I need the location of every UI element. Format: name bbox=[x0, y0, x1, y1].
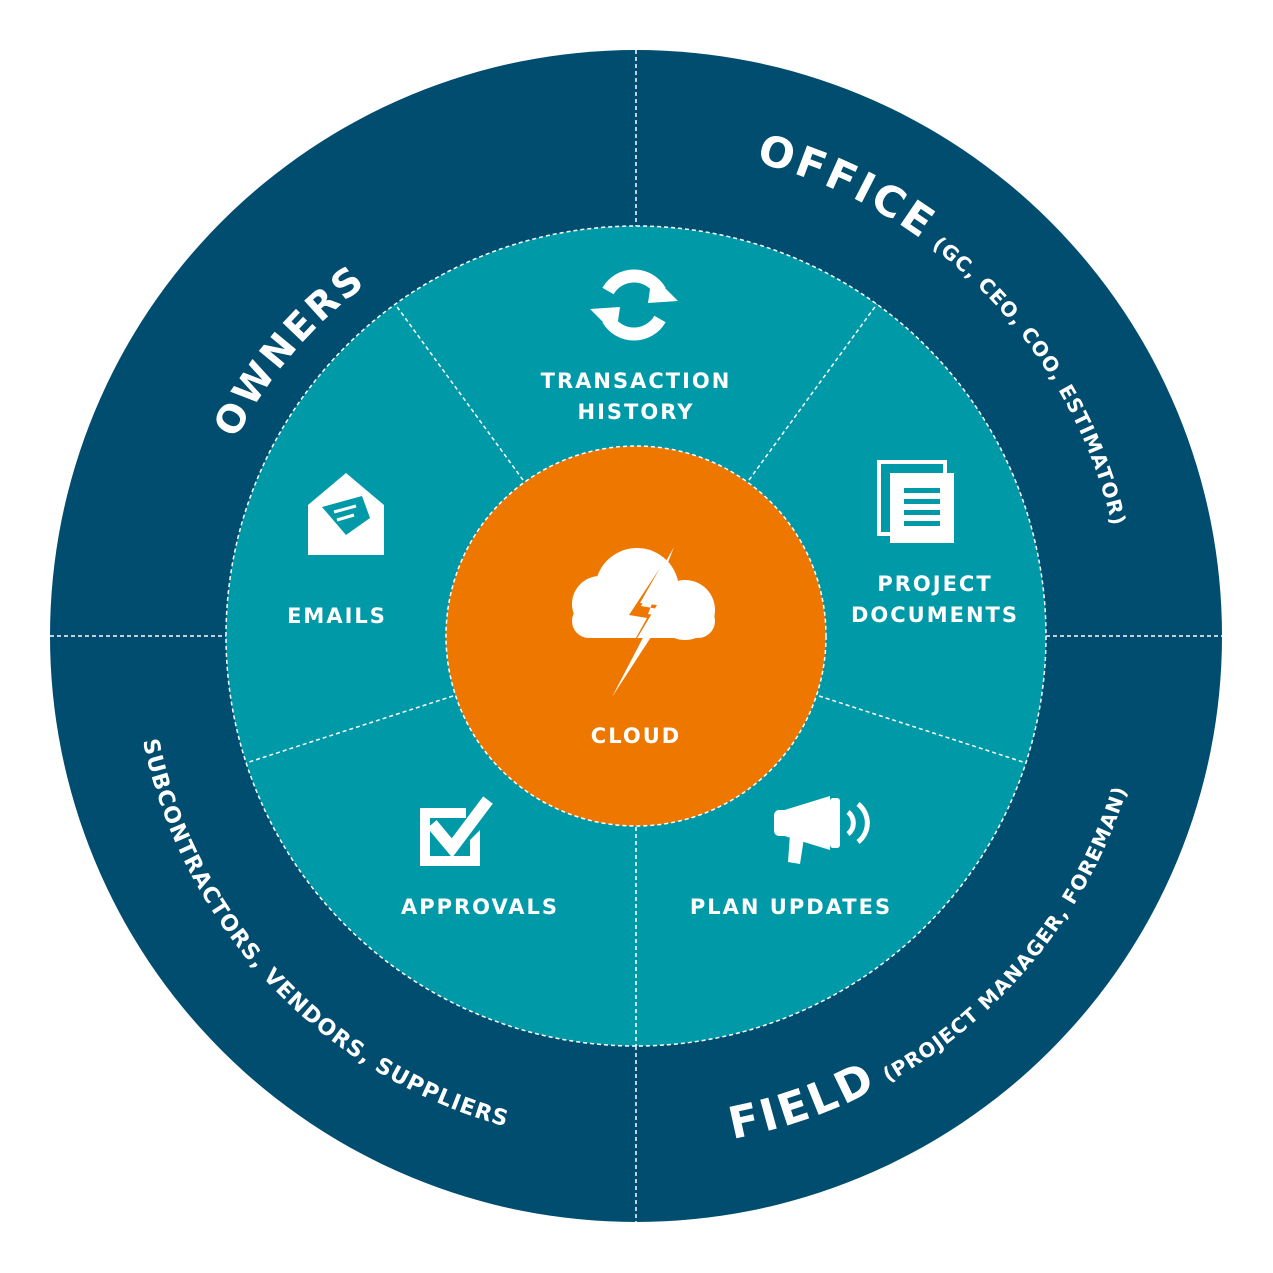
cloud-label: CLOUD bbox=[591, 724, 681, 748]
cloud-core-outline bbox=[445, 445, 827, 827]
project-documents-label-line2: DOCUMENTS bbox=[851, 603, 1019, 627]
middle-ring-outline bbox=[225, 225, 1047, 1047]
emails-segment: EMAILS bbox=[287, 473, 387, 628]
transaction-history-label-line1: TRANSACTION bbox=[541, 369, 732, 393]
segment-divider-5 bbox=[245, 695, 454, 764]
approvals-segment: APPROVALS bbox=[401, 796, 559, 919]
plan-updates-label: PLAN UPDATES bbox=[690, 895, 892, 919]
segment-divider-3 bbox=[818, 695, 1027, 764]
transaction-history-label-line2: HISTORY bbox=[578, 400, 695, 424]
approvals-label: APPROVALS bbox=[401, 895, 559, 919]
envelope-icon bbox=[308, 473, 384, 555]
transaction-history-segment: TRANSACTION HISTORY bbox=[541, 269, 732, 424]
project-documents-segment: PROJECT DOCUMENTS bbox=[851, 460, 1019, 627]
megaphone-icon bbox=[774, 796, 870, 864]
documents-icon bbox=[877, 460, 954, 543]
segment-divider-2 bbox=[748, 303, 878, 481]
segment-divider-1 bbox=[394, 303, 524, 481]
emails-label: EMAILS bbox=[287, 604, 387, 628]
refresh-icon bbox=[590, 269, 678, 341]
checkbox-icon bbox=[420, 796, 493, 866]
cloud-lightning-icon bbox=[572, 547, 715, 697]
plan-updates-segment: PLAN UPDATES bbox=[690, 796, 892, 919]
project-documents-label-line1: PROJECT bbox=[877, 572, 992, 596]
